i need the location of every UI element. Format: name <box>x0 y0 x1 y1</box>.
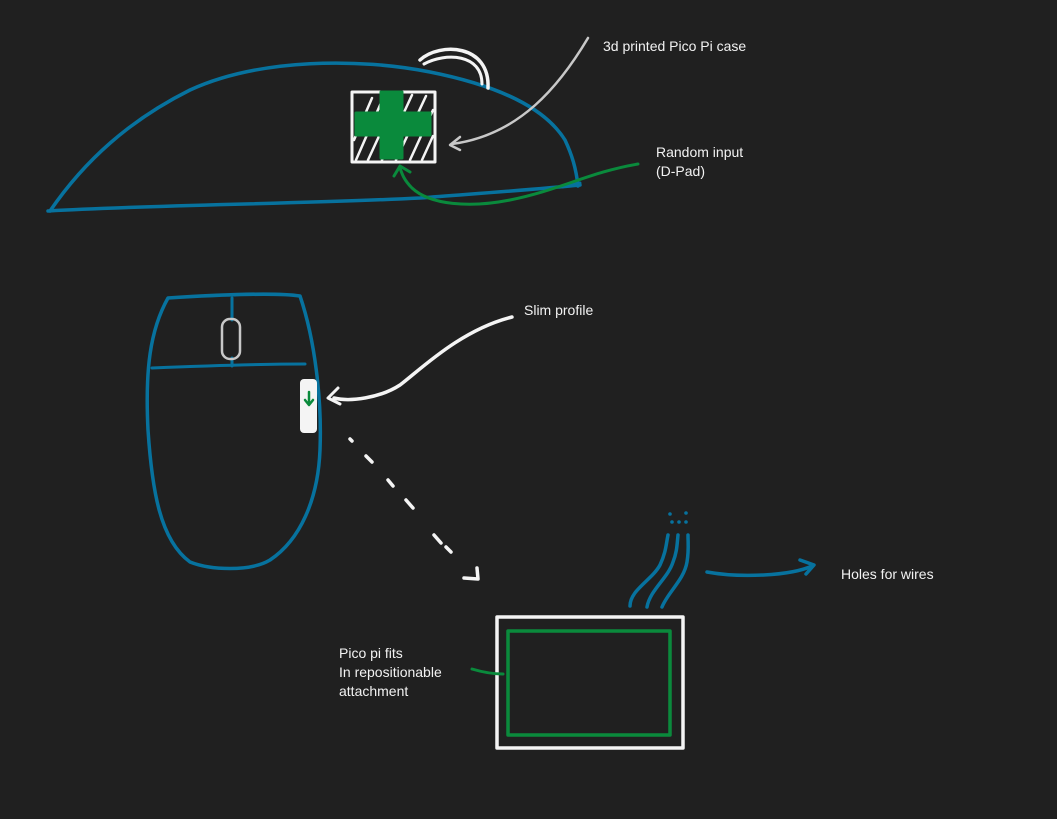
holes-arrow <box>705 558 816 578</box>
dashed-arrow <box>348 437 480 581</box>
random-input-line2: (D-Pad) <box>656 163 706 179</box>
mouse-top-outline <box>145 292 323 571</box>
mouse-top-view <box>145 292 323 571</box>
wires <box>628 511 690 609</box>
pico-fits-line3: attachment <box>339 683 409 699</box>
mouse-button-divider <box>150 362 307 370</box>
scroll-wheel-arc-inner <box>422 55 484 86</box>
pico-attachment <box>495 615 685 750</box>
slim-profile-arrow <box>326 315 514 406</box>
attachment-outer-box <box>495 615 685 750</box>
pico-board-outline <box>506 629 672 737</box>
pico-fits-arrow <box>470 667 505 676</box>
mouse-side-base-tail <box>560 181 582 189</box>
case-label: 3d printed Pico Pi case <box>603 38 747 54</box>
pico-fits-label: Pico pi fits In repositionable attachmen… <box>339 644 442 701</box>
dpad-icon <box>354 90 432 160</box>
random-input-label: Random input (D-Pad) <box>656 143 743 181</box>
random-input-arrow <box>392 162 640 206</box>
slim-profile-label: Slim profile <box>524 302 594 318</box>
case-arrow <box>448 36 590 152</box>
holes-label: Holes for wires <box>841 566 934 582</box>
pico-fits-line1: Pico pi fits <box>339 645 403 661</box>
mouse-side-outline <box>48 61 580 213</box>
mouse-side-base <box>46 183 582 213</box>
mouse-side-view <box>46 47 582 213</box>
scroll-wheel-arc-outer <box>418 47 490 90</box>
pico-fits-line2: In repositionable <box>339 664 442 680</box>
scroll-wheel-top <box>220 317 242 361</box>
random-input-line1: Random input <box>656 144 744 160</box>
side-attachment-dpad-icon <box>303 390 315 407</box>
